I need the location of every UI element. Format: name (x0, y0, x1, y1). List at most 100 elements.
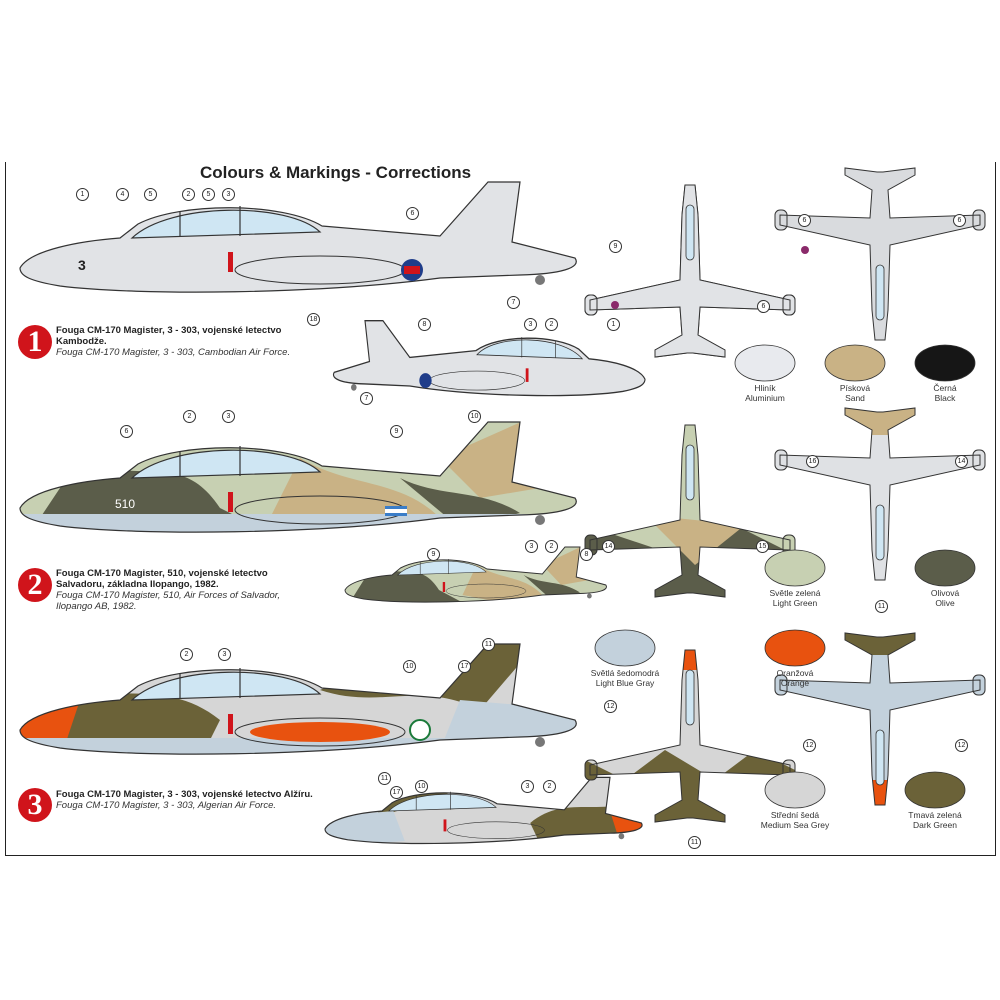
callout-marker: 3 (525, 540, 538, 553)
callout-marker: 12 (955, 739, 968, 752)
side-profile-1 (19, 181, 577, 293)
callout-marker: 7 (360, 392, 373, 405)
colour-name-cz: Střední šedá (770, 810, 820, 820)
colour-swatch (904, 771, 966, 809)
caption-en: Fouga CM-170 Magister, 3 - 303, Algerian… (56, 800, 277, 811)
callout-marker: 4 (116, 188, 129, 201)
colour-swatch (824, 344, 886, 382)
callout-marker: 10 (403, 660, 416, 673)
colour-swatch (764, 629, 826, 667)
callout-marker: 5 (202, 188, 215, 201)
callout-marker: 3 (524, 318, 537, 331)
colour-name-en: Light Green (772, 598, 818, 608)
callout-marker: 11 (875, 600, 888, 613)
colour-name-en: Medium Sea Grey (760, 820, 830, 830)
callout-marker: 8 (418, 318, 431, 331)
caption-cz: Fouga CM-170 Magister, 3 - 303, vojenské… (56, 325, 282, 347)
callout-marker: 10 (415, 780, 428, 793)
callout-marker: 10 (468, 410, 481, 423)
callout-marker: 15 (756, 540, 769, 553)
colour-name-cz: Písková (839, 383, 871, 393)
callout-marker: 14 (602, 540, 615, 553)
colour-name-en: Olive (935, 598, 955, 608)
variant-badge-1: 1 (18, 325, 52, 359)
callout-marker: 18 (307, 313, 320, 326)
callout-marker: 2 (543, 780, 556, 793)
callout-marker: 11 (688, 836, 701, 849)
variant-caption-2: Fouga CM-170 Magister, 510, vojenské let… (56, 568, 314, 612)
callout-marker: 5 (144, 188, 157, 201)
colour-swatch (914, 549, 976, 587)
colour-name-cz: Olivová (930, 588, 960, 598)
callout-marker: 12 (604, 700, 617, 713)
colour-name-en: Dark Green (913, 820, 957, 830)
colour-swatch (734, 344, 796, 382)
colour-name-cz: Světlá šedomodrá (590, 668, 660, 678)
callout-marker: 7 (507, 296, 520, 309)
caption-en: Fouga CM-170 Magister, 3 - 303, Cambodia… (56, 347, 291, 358)
callout-marker: 6 (120, 425, 133, 438)
aircraft-code-1: 3 (78, 257, 86, 273)
sheet-frame (5, 162, 996, 856)
callout-marker: 2 (180, 648, 193, 661)
colour-name-en: Sand (845, 393, 865, 403)
callout-marker: 3 (218, 648, 231, 661)
caption-cz: Fouga CM-170 Magister, 510, vojenské let… (56, 568, 268, 590)
caption-en: Fouga CM-170 Magister, 510, Air Forces o… (56, 590, 281, 612)
colour-swatch (594, 629, 656, 667)
callout-marker: 17 (390, 786, 403, 799)
variant-caption-3: Fouga CM-170 Magister, 3 - 303, vojenské… (56, 789, 336, 811)
callout-marker: 2 (182, 188, 195, 201)
callout-marker: 9 (390, 425, 403, 438)
callout-marker: 1 (76, 188, 89, 201)
caption-cz: Fouga CM-170 Magister, 3 - 303, vojenské… (56, 789, 313, 800)
callout-marker: 9 (427, 548, 440, 561)
callout-marker: 3 (222, 188, 235, 201)
colour-name-cz: Oranžová (776, 668, 814, 678)
callout-marker: 9 (609, 240, 622, 253)
callout-marker: 3 (521, 780, 534, 793)
variant-badge-2: 2 (18, 568, 52, 602)
callout-marker: 8 (580, 548, 593, 561)
callout-marker: 6 (953, 214, 966, 227)
page-title: Colours & Markings - Corrections (200, 163, 472, 182)
callout-marker: 2 (545, 540, 558, 553)
callout-marker: 6 (406, 207, 419, 220)
colour-name-cz: Černá (933, 383, 957, 393)
callout-marker: 12 (803, 739, 816, 752)
colour-name-en: Orange (780, 678, 810, 688)
colour-name-en: Light Blue Gray (595, 678, 655, 688)
callout-marker: 2 (183, 410, 196, 423)
colour-name-en: Aluminium (745, 393, 785, 403)
colour-name-en: Black (934, 393, 956, 403)
variant-caption-1: Fouga CM-170 Magister, 3 - 303, vojenské… (56, 325, 312, 358)
callout-marker: 1 (607, 318, 620, 331)
colour-swatch (764, 771, 826, 809)
colour-name-cz: Tmavá zelená (908, 810, 962, 820)
callout-marker: 2 (545, 318, 558, 331)
callout-marker: 3 (222, 410, 235, 423)
callout-marker: 17 (458, 660, 471, 673)
colour-swatch (764, 549, 826, 587)
callout-marker: 11 (482, 638, 495, 651)
colour-swatch (914, 344, 976, 382)
colour-name-cz: Světle zelená (769, 588, 821, 598)
colour-name-cz: Hliník (754, 383, 776, 393)
small-profile-1 (332, 320, 646, 397)
callout-marker: 11 (378, 772, 391, 785)
callout-marker: 6 (798, 214, 811, 227)
aircraft-code-2: 510 (115, 497, 136, 511)
callout-marker: 6 (757, 300, 770, 313)
variant-badge-3: 3 (18, 788, 52, 822)
callout-marker: 16 (806, 455, 819, 468)
